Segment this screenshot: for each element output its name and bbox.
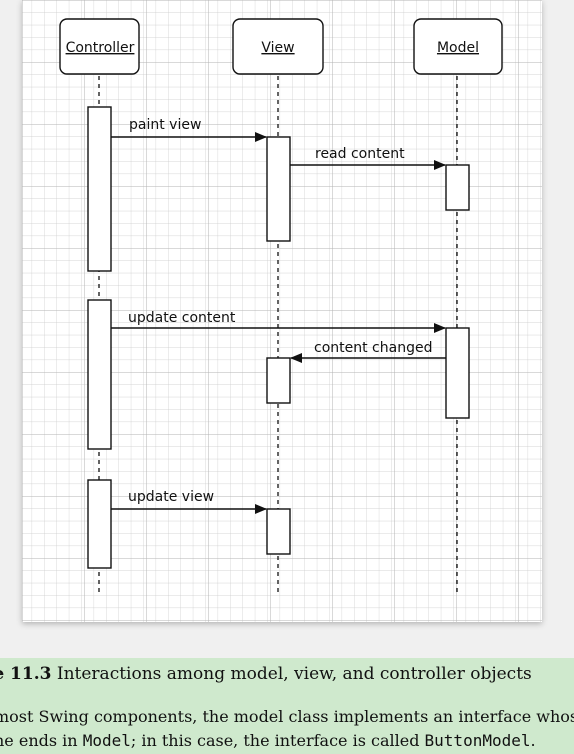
- controller-activation-2: [87, 299, 112, 450]
- view-activation-1: [266, 136, 291, 242]
- body-line-1: most Swing components, the model class i…: [0, 707, 574, 726]
- paint-view-label: paint view: [129, 117, 201, 133]
- controller-label: Controller: [66, 40, 135, 56]
- figure-caption-text: Interactions among model, view, and cont…: [51, 664, 532, 684]
- model-box: Model: [413, 18, 503, 75]
- caption-area: ure 11.3 Interactions among model, view,…: [0, 658, 574, 754]
- model-activation-1: [445, 164, 470, 211]
- view-activation-3: [266, 508, 291, 555]
- sequence-diagram-area: Controller View Model paint view read co…: [0, 0, 574, 658]
- read-content-label: read content: [315, 146, 405, 162]
- body-line-2: he ends in Model; in this case, the inte…: [0, 729, 574, 753]
- figure-caption: ure 11.3 Interactions among model, view,…: [0, 664, 532, 684]
- controller-box: Controller: [59, 18, 140, 75]
- view-activation-2: [266, 357, 291, 404]
- body-line-2-part-2: ; in this case, the interface is called: [130, 731, 425, 750]
- update-view-label: update view: [128, 489, 214, 505]
- model-label: Model: [437, 40, 479, 56]
- view-label: View: [261, 40, 294, 56]
- code-model: Model: [82, 731, 131, 750]
- body-paragraph: most Swing components, the model class i…: [0, 705, 574, 753]
- content-changed-label: content changed: [314, 340, 432, 356]
- sequence-diagram: Controller View Model paint view read co…: [22, 0, 542, 622]
- controller-activation-1: [87, 106, 112, 272]
- body-line-2-part-3: .: [530, 731, 536, 750]
- code-button-model: ButtonModel: [424, 731, 531, 750]
- figure-number: ure 11.3: [0, 664, 52, 684]
- model-activation-2: [445, 327, 470, 419]
- body-line-2-part-1: he ends in: [0, 731, 83, 750]
- view-box: View: [232, 18, 324, 75]
- update-content-label: update content: [128, 310, 236, 326]
- controller-activation-3: [87, 479, 112, 569]
